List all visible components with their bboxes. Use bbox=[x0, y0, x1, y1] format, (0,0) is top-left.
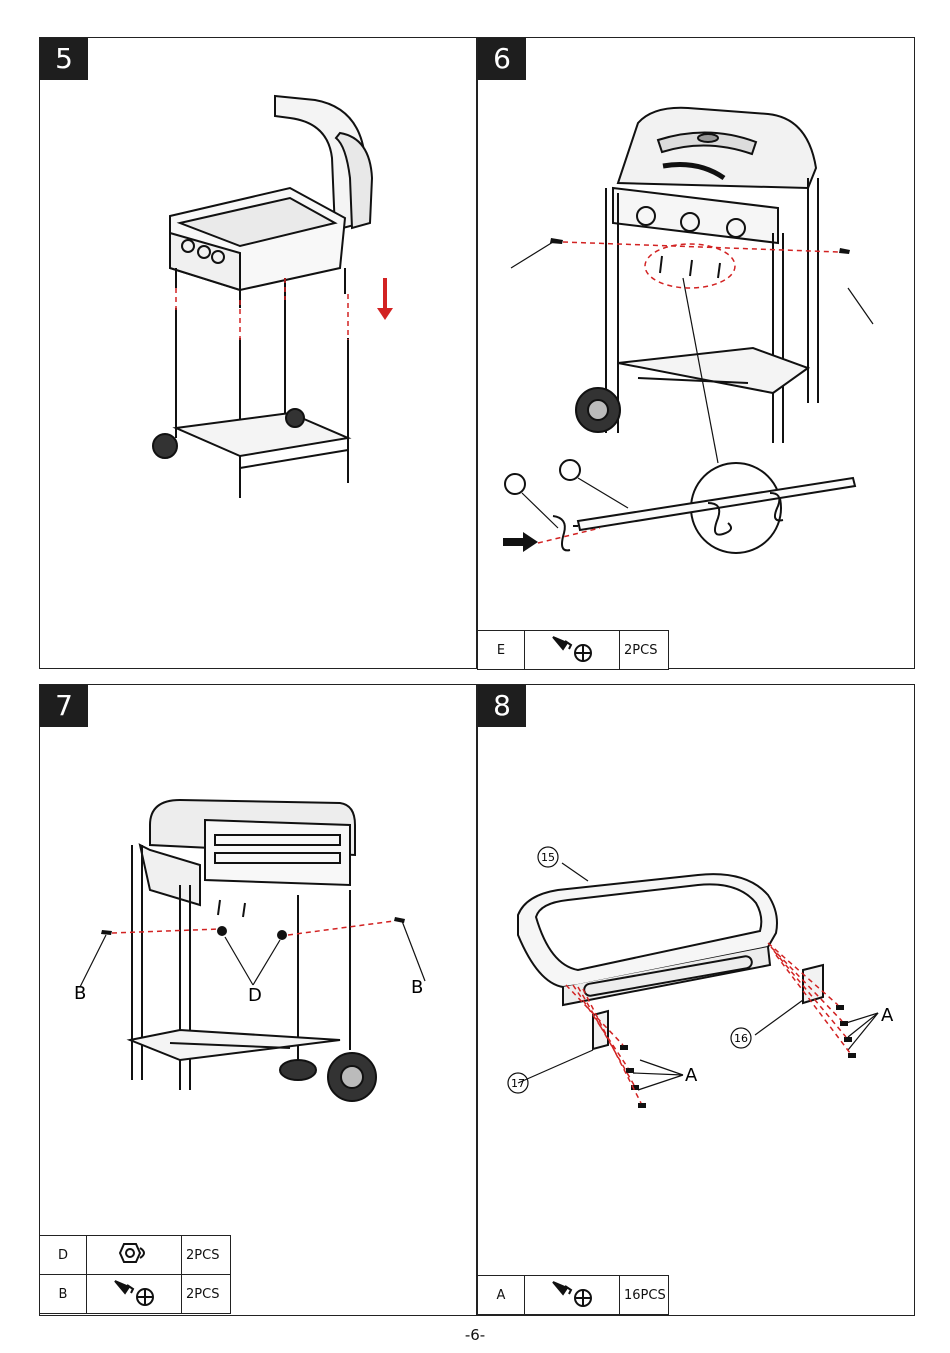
step-5-panel: 5 bbox=[39, 37, 477, 669]
page-number: -6- bbox=[0, 1326, 950, 1344]
label-d: D bbox=[248, 985, 262, 1006]
part-qty: 16PCS bbox=[620, 1276, 669, 1315]
label-b-right: B bbox=[411, 977, 423, 998]
step-7-illustration: B B D bbox=[40, 685, 478, 1317]
parts-row: B 2PCS bbox=[40, 1275, 231, 1314]
label-a-left: A bbox=[685, 1065, 698, 1086]
parts-row: A 16PCS bbox=[478, 1276, 669, 1315]
parts-row: D 2PCS bbox=[40, 1236, 231, 1275]
part-qty: 2PCS bbox=[182, 1236, 231, 1275]
label-a-right: A bbox=[881, 1005, 894, 1026]
step-6-illustration bbox=[478, 38, 916, 670]
label-part-17: 17 bbox=[511, 1077, 525, 1090]
parts-table: E 2PCS bbox=[477, 630, 669, 670]
part-qty: 2PCS bbox=[620, 631, 669, 670]
screw-icon bbox=[111, 1277, 157, 1307]
step-8-panel: 8 bbox=[477, 684, 915, 1316]
label-part-15: 15 bbox=[541, 851, 555, 864]
step-5-illustration bbox=[40, 38, 478, 670]
nut-icon bbox=[118, 1240, 150, 1266]
label-part-16: 16 bbox=[734, 1032, 748, 1045]
part-code: E bbox=[478, 631, 525, 670]
parts-row: E 2PCS bbox=[478, 631, 669, 670]
screw-icon bbox=[549, 633, 595, 663]
label-b-left: B bbox=[74, 983, 86, 1004]
part-code: B bbox=[40, 1275, 87, 1314]
parts-table: A 16PCS bbox=[477, 1275, 669, 1315]
screw-icon bbox=[549, 1278, 595, 1308]
parts-table: D 2PCS B 2PCS bbox=[39, 1235, 231, 1314]
step-7-panel: 7 bbox=[39, 684, 477, 1316]
part-qty: 2PCS bbox=[182, 1275, 231, 1314]
step-8-illustration: 15 16 17 A A bbox=[478, 685, 916, 1317]
part-code: D bbox=[40, 1236, 87, 1275]
step-6-panel: 6 bbox=[477, 37, 915, 669]
part-code: A bbox=[478, 1276, 525, 1315]
